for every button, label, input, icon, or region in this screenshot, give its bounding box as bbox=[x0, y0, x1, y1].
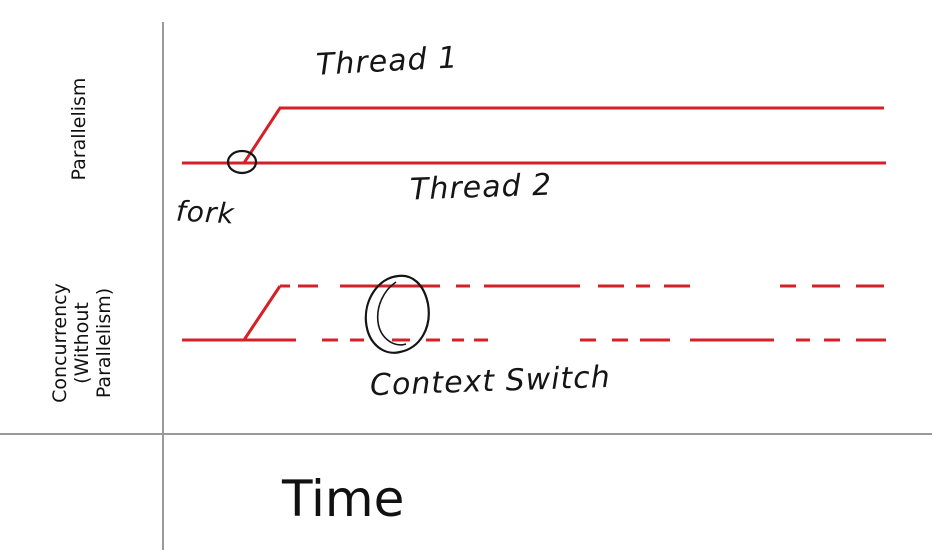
fork-circle bbox=[226, 149, 258, 175]
vertical-axis bbox=[162, 22, 164, 550]
thread-2-annotation: Thread 2 bbox=[409, 167, 553, 208]
context-switch-circle bbox=[364, 274, 430, 354]
context-switch-circle-stroke bbox=[376, 281, 407, 346]
concurrent-fork-branch bbox=[242, 285, 282, 341]
parallel-fork-branch bbox=[242, 106, 884, 164]
time-axis-label: Time bbox=[282, 470, 405, 528]
fork-annotation: fork bbox=[175, 194, 236, 231]
thread-1-annotation: Thread 1 bbox=[315, 40, 460, 83]
horizontal-axis bbox=[0, 433, 932, 435]
